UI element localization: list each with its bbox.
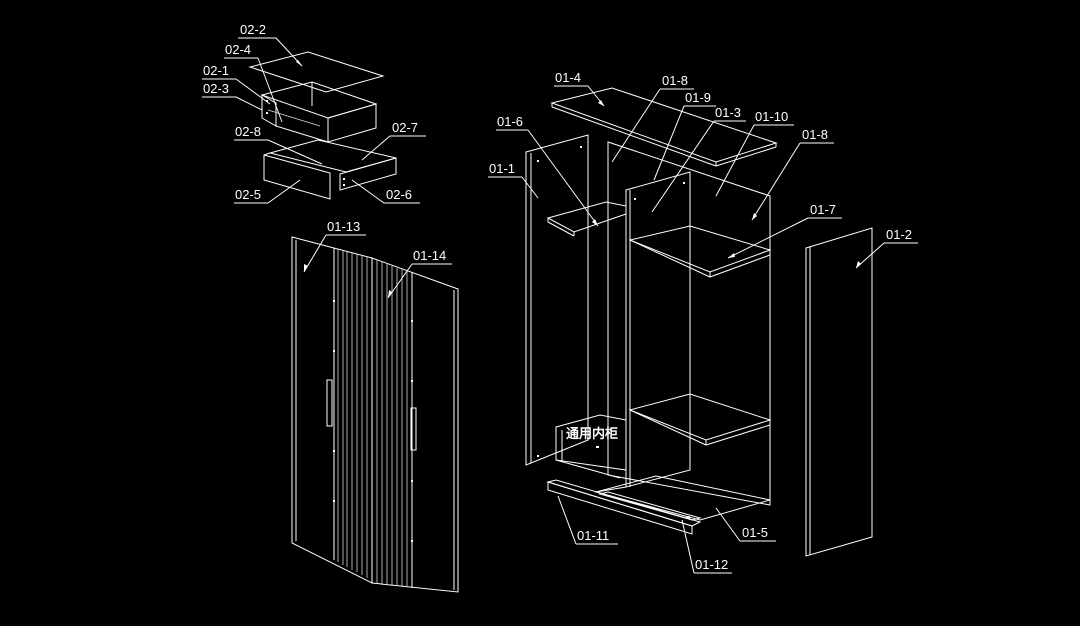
- label-01-1: 01-1: [489, 161, 515, 176]
- drawer-upper-front: [327, 103, 377, 143]
- right-lower-shelf: [628, 393, 772, 441]
- label-01-3: 01-3: [715, 105, 741, 120]
- drawer-assembly: [248, 51, 397, 200]
- cabinet-left-side-panel: [525, 134, 589, 466]
- cabinet-back-panel: [607, 141, 771, 506]
- label-01-8-top: 01-8: [662, 73, 688, 88]
- label-02-1: 02-1: [203, 63, 229, 78]
- label-01-13: 01-13: [327, 219, 360, 234]
- cabinet-body: 通用内柜: [525, 87, 873, 557]
- label-02-4: 02-4: [225, 42, 251, 57]
- label-02-3: 02-3: [203, 81, 229, 96]
- left-door-handle: [326, 379, 333, 427]
- label-02-7: 02-7: [392, 120, 418, 135]
- part-labels: 02-2 02-4 02-1 02-3 02-8 02-7 02-5 02-6 …: [203, 22, 912, 572]
- cabinet-center-divider: [625, 171, 691, 488]
- label-02-2: 02-2: [240, 22, 266, 37]
- drawer-upper-box-back: [260, 81, 378, 119]
- label-01-10: 01-10: [755, 109, 788, 124]
- right-door-handle: [410, 407, 417, 451]
- kick-board-lower: [547, 481, 693, 535]
- label-01-14: 01-14: [413, 248, 446, 263]
- label-02-5: 02-5: [235, 187, 261, 202]
- label-01-6: 01-6: [497, 114, 523, 129]
- label-02-8: 02-8: [235, 124, 261, 139]
- right-door-panel: [371, 257, 459, 593]
- label-01-9: 01-9: [685, 90, 711, 105]
- label-01-12: 01-12: [695, 557, 728, 572]
- rear-rail: [598, 491, 702, 521]
- drawer-front-panel: [263, 154, 331, 200]
- label-01-2: 01-2: [886, 227, 912, 242]
- label-01-8-right: 01-8: [802, 127, 828, 142]
- leader-lines: [202, 37, 918, 574]
- label-02-6: 02-6: [386, 187, 412, 202]
- drawer-top-panel: [248, 51, 385, 93]
- right-upper-shelf: [628, 225, 772, 273]
- inner-cabinet-label: 通用内柜: [566, 426, 618, 442]
- label-01-4: 01-4: [555, 70, 581, 85]
- cabinet-top-panel: [550, 87, 778, 163]
- drawer-right-side: [339, 157, 397, 191]
- drawer-bottom-panel: [268, 139, 397, 173]
- label-01-11: 01-11: [577, 528, 609, 543]
- cabinet-bottom-panel: [594, 475, 771, 521]
- left-shelf-panel: [546, 201, 627, 233]
- label-01-5: 01-5: [742, 525, 768, 540]
- label-01-7: 01-7: [810, 202, 836, 217]
- cabinet-right-side-panel: [805, 227, 873, 557]
- inner-cabinet-box: [555, 414, 627, 471]
- door-assembly: [291, 236, 459, 593]
